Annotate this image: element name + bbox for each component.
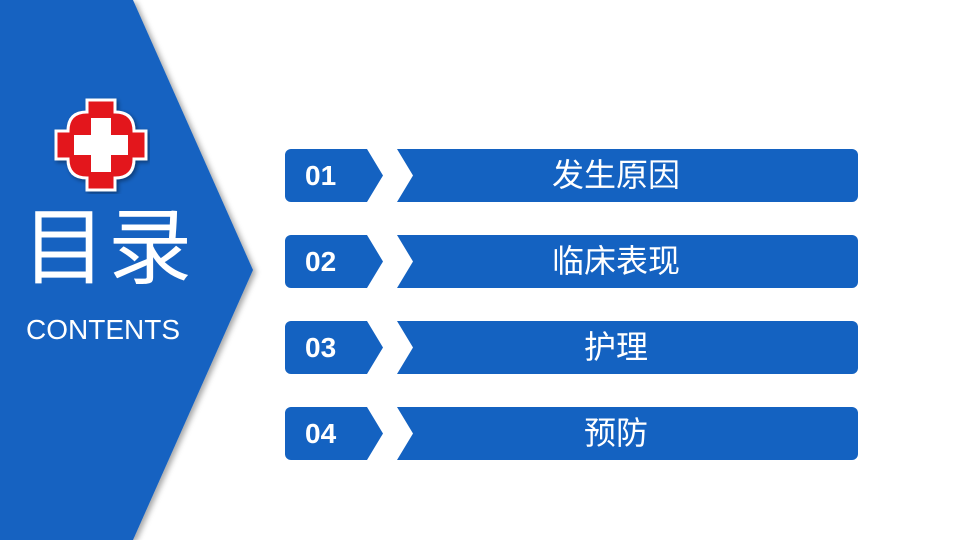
toc-item-2[interactable]: 02 临床表现 [285, 235, 858, 288]
chevron-right-icon [367, 235, 413, 288]
page-subtitle: CONTENTS [26, 314, 180, 345]
red-cross-icon [54, 98, 148, 192]
page-title: 目录 [22, 199, 195, 297]
toc-item-label: 护理 [583, 328, 648, 366]
toc-item-4[interactable]: 04 预防 [285, 407, 858, 460]
toc-item-1[interactable]: 01 发生原因 [285, 149, 858, 202]
toc-item-label: 临床表现 [551, 242, 680, 280]
chevron-right-icon [367, 149, 413, 202]
toc-item-number: 04 [305, 418, 337, 449]
chevron-right-icon [367, 407, 413, 460]
toc-item-3[interactable]: 03 护理 [285, 321, 858, 374]
toc-item-number: 03 [305, 332, 337, 363]
chevron-right-icon [367, 321, 413, 374]
toc-item-label: 发生原因 [551, 156, 680, 194]
toc-item-number: 01 [305, 160, 337, 191]
toc-item-label: 预防 [583, 414, 648, 452]
toc-item-number: 02 [305, 246, 337, 277]
